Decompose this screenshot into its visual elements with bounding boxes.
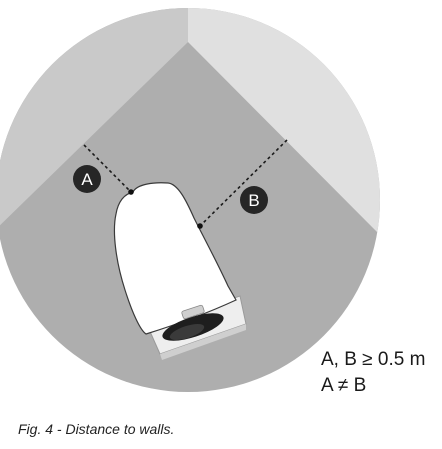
distance-line-b <box>199 139 288 227</box>
anchor-point-a <box>128 189 134 195</box>
marker-b-label: B <box>248 191 259 210</box>
marker-a: A <box>73 165 101 193</box>
anchor-point-b <box>197 223 203 229</box>
marker-b-circle <box>240 186 268 214</box>
marker-a-circle <box>73 165 101 193</box>
distance-line-a <box>83 144 132 193</box>
marker-b: B <box>240 186 268 214</box>
device <box>113 182 247 360</box>
inequality-condition: A ≠ B <box>321 375 367 396</box>
distance-condition: A, B ≥ 0.5 m <box>321 349 426 370</box>
figure-caption: Fig. 4 - Distance to walls. <box>18 421 175 437</box>
marker-a-label: A <box>81 170 93 189</box>
